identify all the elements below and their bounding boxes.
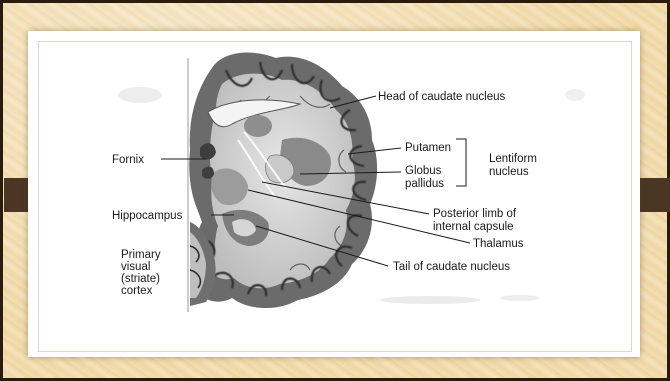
label-primary-line4: cortex xyxy=(121,285,153,297)
label-primary-line2: visual xyxy=(121,261,150,273)
label-globus-line1: Globus xyxy=(405,165,442,177)
label-lentiform-line2: nucleus xyxy=(489,166,529,178)
brain-section xyxy=(189,53,377,309)
label-tail-of-caudate: Tail of caudate nucleus xyxy=(393,261,510,273)
label-posterior-limb-line2: internal capsule xyxy=(433,221,514,233)
label-head-of-caudate: Head of caudate nucleus xyxy=(378,91,505,103)
label-hippocampus: Hippocampus xyxy=(112,210,183,222)
label-globus-line2: pallidus xyxy=(405,178,444,190)
label-fornix: Fornix xyxy=(112,154,144,166)
label-lentiform-line1: Lentiform xyxy=(489,153,537,165)
label-primary-line1: Primary xyxy=(121,249,161,261)
label-putamen: Putamen xyxy=(405,142,451,154)
label-thalamus: Thalamus xyxy=(473,238,524,250)
label-primary-line3: (striate) xyxy=(121,273,160,285)
lentiform-bracket xyxy=(456,139,466,186)
label-posterior-limb-line1: Posterior limb of xyxy=(433,208,517,220)
